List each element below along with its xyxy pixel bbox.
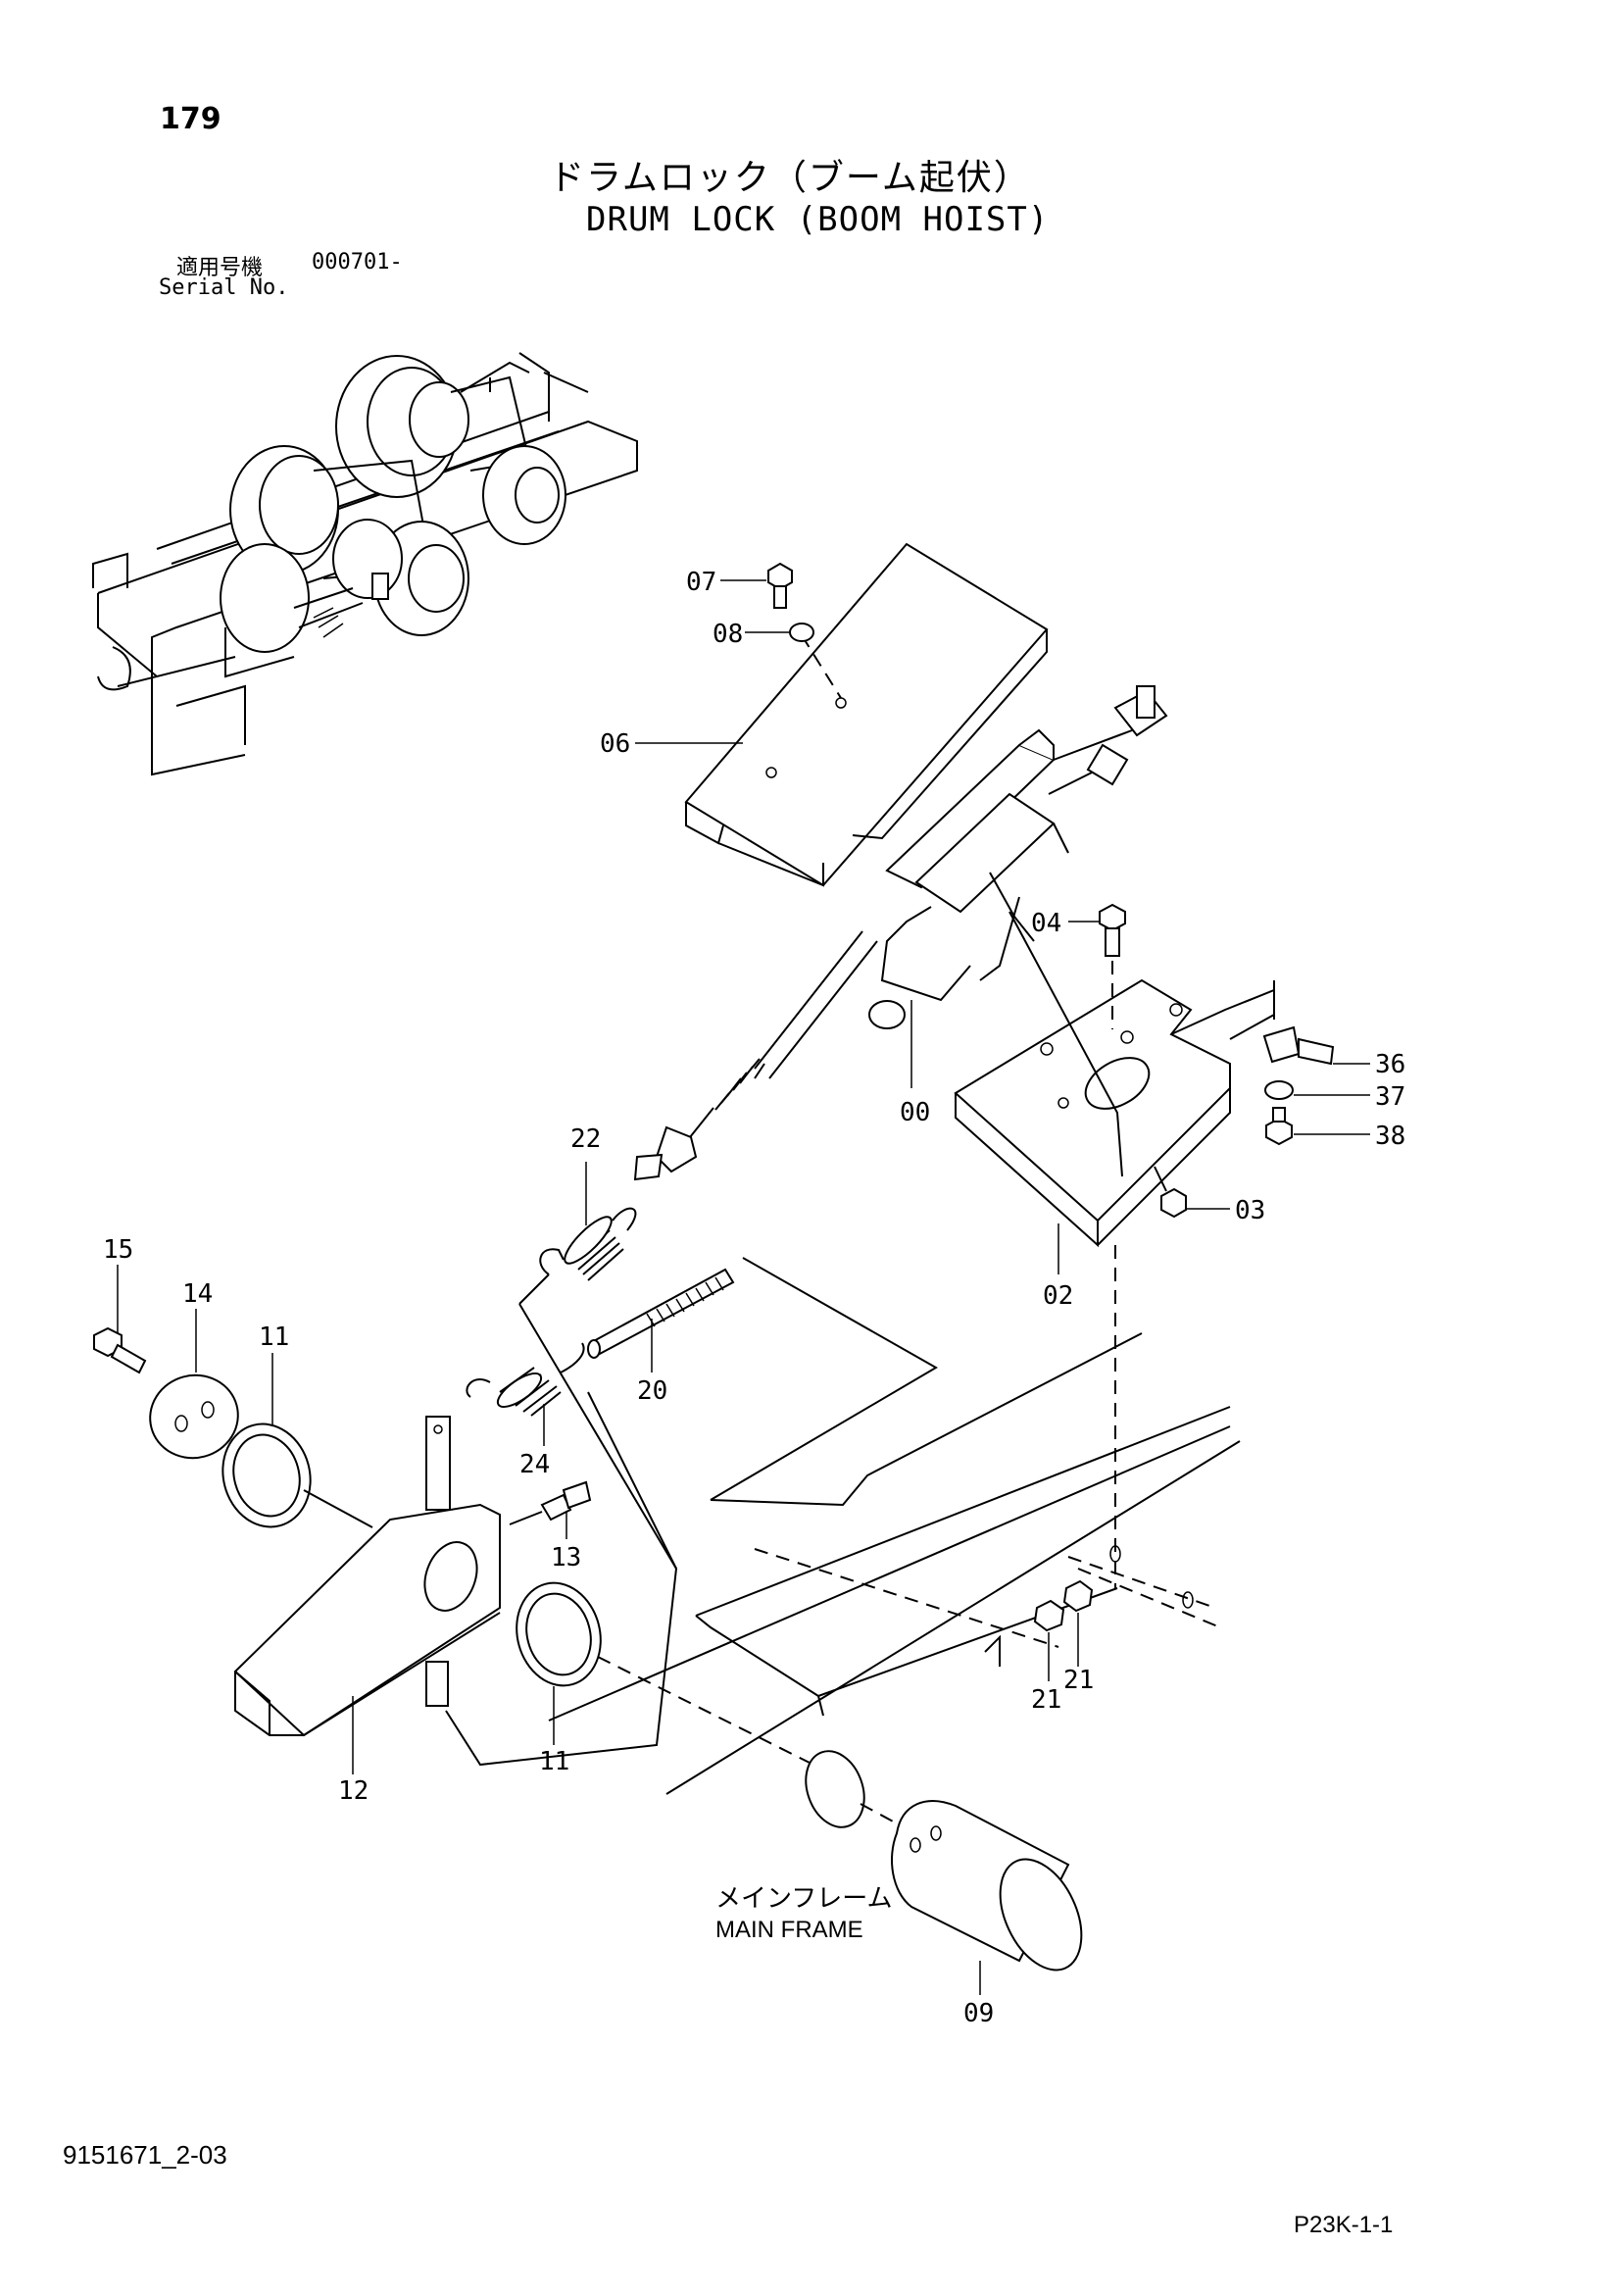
label-00: 00 [900, 1098, 930, 1127]
limit-switch-36 [1262, 980, 1335, 1066]
bracket-12 [233, 1416, 501, 1737]
bolt-07 [767, 562, 793, 609]
nut-21-a [1033, 1599, 1065, 1632]
page-number: 179 [160, 102, 221, 136]
bolt-04 [1099, 903, 1126, 1029]
label-06: 06 [600, 729, 630, 759]
cover-06 [684, 542, 1049, 887]
main-frame [548, 1332, 1241, 1795]
title-japanese: ドラムロック（ブーム起伏） [549, 158, 1031, 198]
main-frame-label-english: MAIN FRAME [715, 1917, 863, 1943]
rod-20 [587, 1268, 735, 1359]
label-11-lower: 11 [539, 1747, 569, 1776]
screw-38 [1265, 1107, 1293, 1146]
page-reference: P23K-1-1 [1294, 2212, 1394, 2238]
label-09: 09 [963, 1999, 994, 2028]
label-02: 02 [1043, 1281, 1073, 1311]
serial-value: 000701- [312, 250, 403, 275]
label-22: 22 [570, 1124, 601, 1154]
spring-24 [466, 1342, 585, 1417]
label-12: 12 [338, 1776, 369, 1806]
label-38: 38 [1375, 1122, 1405, 1151]
grease-nipple-13 [509, 1480, 592, 1525]
main-frame-label-japanese: メインフレーム [715, 1884, 893, 1914]
label-20: 20 [637, 1376, 667, 1406]
title-english: DRUM LOCK (BOOM HOIST) [586, 200, 1050, 239]
label-37: 37 [1375, 1082, 1405, 1112]
label-21-b: 21 [1063, 1666, 1094, 1695]
serial-label-japanese: 適用号機 [176, 256, 264, 280]
label-08: 08 [713, 620, 743, 649]
label-21-a: 21 [1031, 1685, 1061, 1715]
label-13: 13 [551, 1543, 581, 1572]
label-15: 15 [103, 1235, 133, 1265]
label-14: 14 [182, 1279, 213, 1309]
leader-lines [117, 579, 1370, 1995]
bolt-03 [1154, 1166, 1187, 1219]
label-03: 03 [1235, 1196, 1265, 1225]
washer-37 [1264, 1080, 1294, 1100]
nut-21-b [1062, 1579, 1094, 1613]
actuator-00 [633, 685, 1168, 1181]
plate-14 [149, 1373, 239, 1460]
overview-illustration [92, 352, 638, 776]
shim-11-left [221, 1423, 373, 1528]
bracket-plate-02 [954, 978, 1275, 1248]
label-11-upper: 11 [259, 1323, 289, 1352]
washer-08 [789, 623, 814, 642]
label-07: 07 [686, 568, 716, 597]
label-24: 24 [519, 1450, 550, 1479]
document-id: 9151671_2-03 [63, 2140, 227, 2170]
bolt-15 [93, 1326, 147, 1374]
serial-label-english: Serial No. [159, 275, 289, 300]
label-04: 04 [1031, 909, 1061, 938]
shim-11-right [516, 1581, 814, 1766]
spring-22 [539, 1207, 637, 1281]
label-36: 36 [1375, 1050, 1405, 1079]
pin-09 [805, 1750, 1083, 1972]
